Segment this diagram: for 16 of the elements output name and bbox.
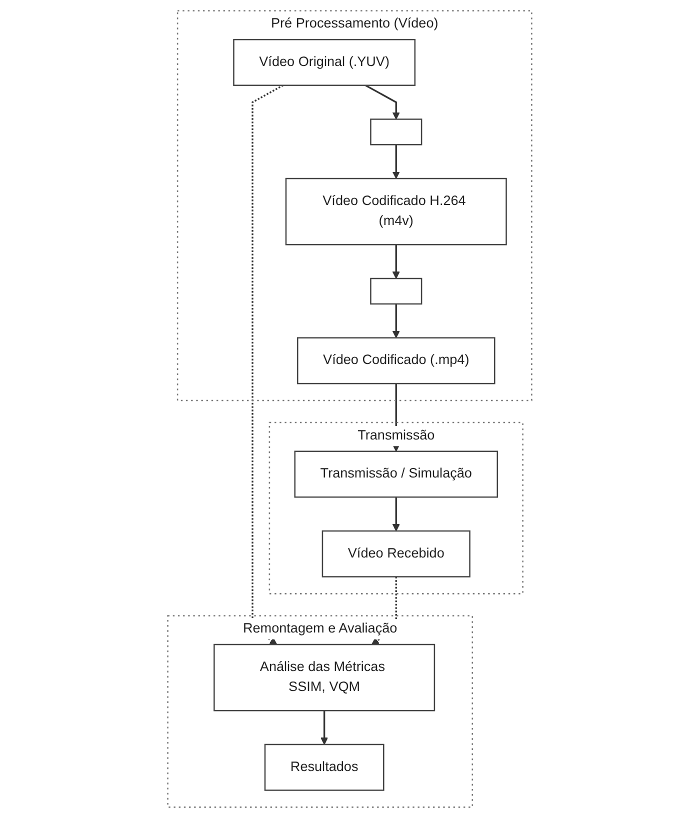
arrow xyxy=(392,304,400,338)
node-box xyxy=(370,278,422,305)
node-box: Resultados xyxy=(264,744,385,791)
arrow xyxy=(252,84,284,645)
arrow xyxy=(392,144,400,179)
node-box: Vídeo Recebido xyxy=(322,530,471,578)
node-box: Transmissão / Simulação xyxy=(294,450,498,498)
node-box: Vídeo Codificado H.264 (m4v) xyxy=(286,178,508,246)
node-box: Vídeo Codificado (.mp4) xyxy=(297,337,496,384)
node-box: Análise das Métricas SSIM, VQM xyxy=(214,644,436,712)
arrow xyxy=(320,710,328,745)
node-box xyxy=(370,118,422,146)
node-box: Vídeo Original (.YUV) xyxy=(233,38,416,86)
arrow xyxy=(392,497,400,532)
arrow xyxy=(365,84,400,120)
arrow xyxy=(392,244,400,279)
